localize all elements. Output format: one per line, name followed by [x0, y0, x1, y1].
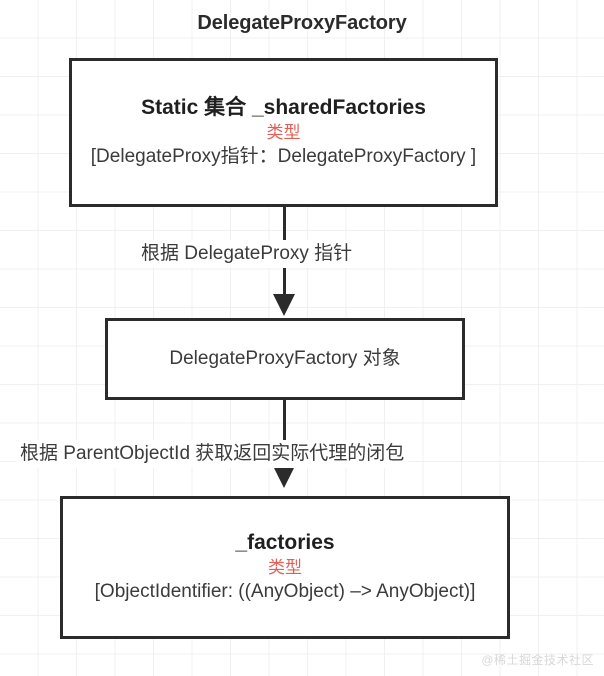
arrow-head-icon-1 [273, 294, 295, 316]
connector-line-2 [283, 398, 286, 480]
node-factory-object-text: DelegateProxyFactory 对象 [169, 348, 401, 370]
page-title: DelegateProxyFactory [197, 12, 407, 34]
node-factories-type-label: 类型 [268, 557, 302, 577]
node-factories-title: _factories [235, 531, 335, 555]
node-factories[interactable]: _factories 类型 [ObjectIdentifier: ((AnyOb… [60, 496, 510, 639]
node-factories-body: [ObjectIdentifier: ((AnyObject) –> AnyOb… [94, 581, 476, 603]
node-shared-factories-type-label: 类型 [266, 122, 301, 142]
node-factory-object[interactable]: DelegateProxyFactory 对象 [105, 318, 465, 400]
node-shared-factories[interactable]: Static 集合 _sharedFactories 类型 [DelegateP… [69, 58, 498, 207]
edge-label-1: 根据 DelegateProxy 指针 [137, 240, 357, 268]
node-shared-factories-title: Static 集合 _sharedFactories [141, 96, 426, 120]
node-shared-factories-body: [DelegateProxy指针：DelegateProxyFactory ] [90, 146, 477, 168]
edge-label-2: 根据 ParentObjectId 获取返回实际代理的闭包 [16, 440, 409, 468]
watermark: @稀土掘金技术社区 [481, 653, 594, 667]
arrow-head-icon-2 [273, 466, 295, 488]
